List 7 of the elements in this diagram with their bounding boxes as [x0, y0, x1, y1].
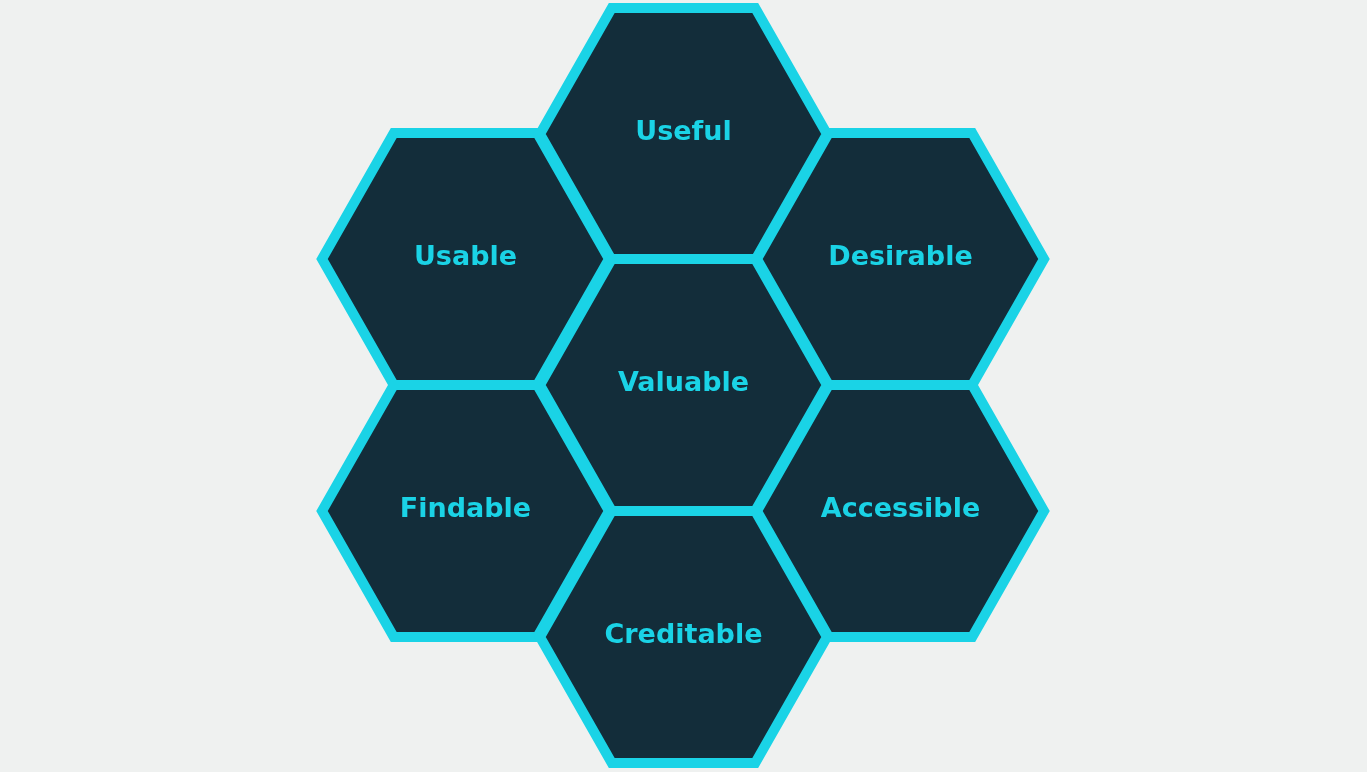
hexagon-label: Accessible [820, 491, 981, 523]
hexagon-label: Useful [635, 114, 732, 146]
hexagon-label: Usable [413, 239, 518, 271]
hexagon-label: Desirable [828, 239, 973, 271]
hexagon-label: Findable [399, 491, 532, 523]
hexagon-label: Creditable [604, 617, 763, 649]
hexagon-label: Valuable [617, 365, 750, 397]
